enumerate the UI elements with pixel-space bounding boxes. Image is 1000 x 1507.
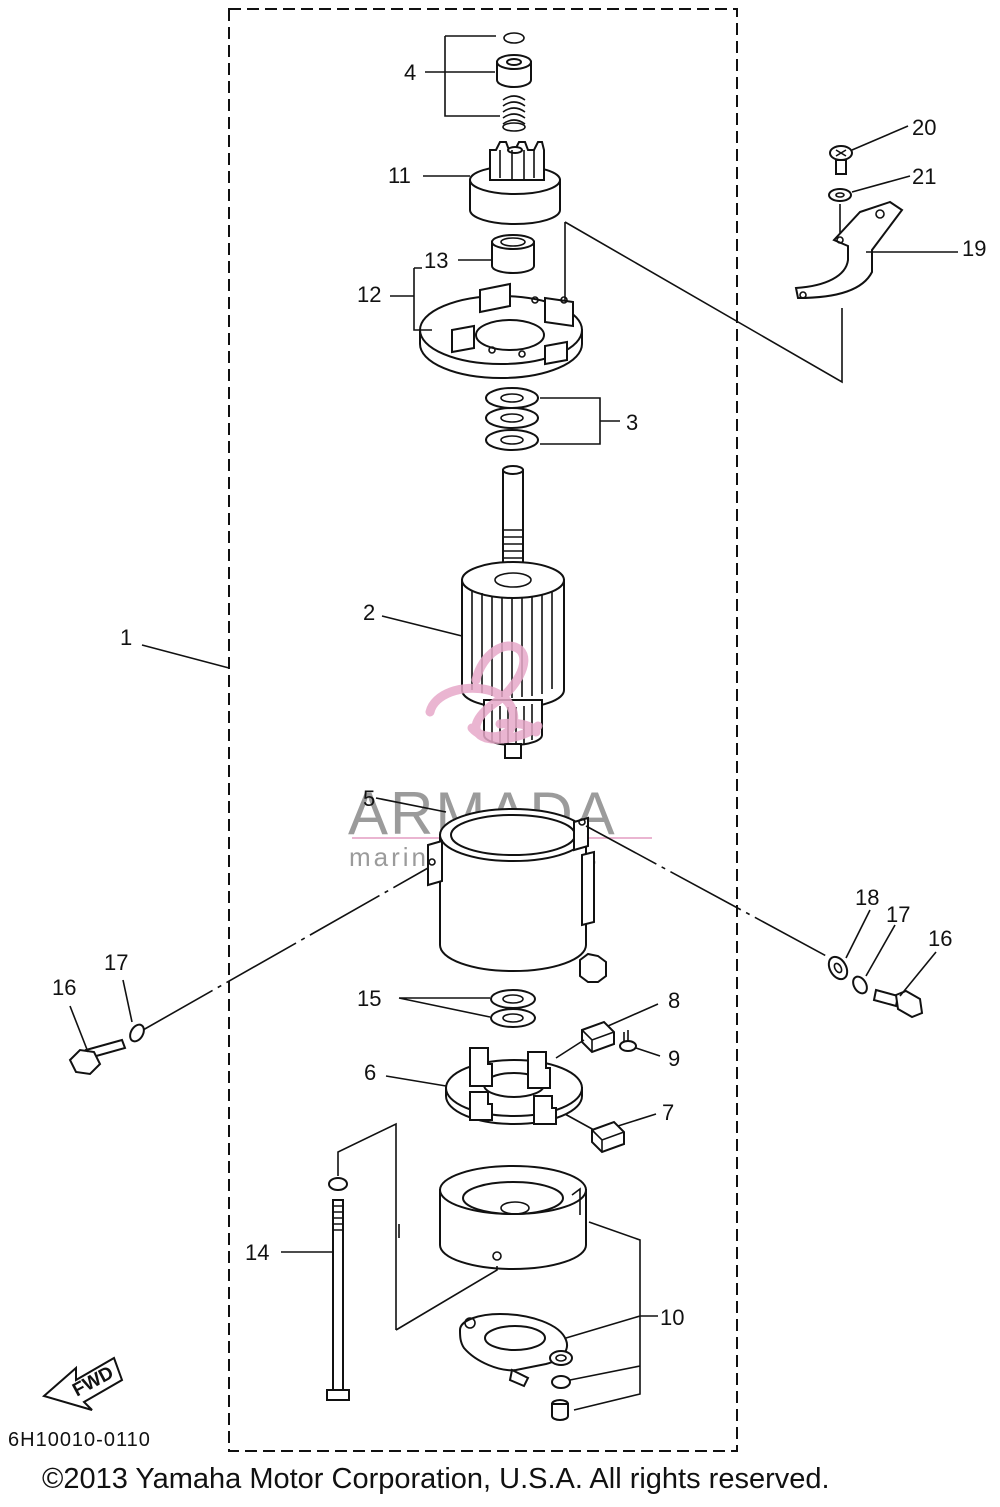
callout-16-left: 16 xyxy=(52,975,76,1000)
watermark-logo-icon xyxy=(425,641,543,744)
callout-17-left: 17 xyxy=(104,950,128,975)
callout-18: 18 xyxy=(855,885,879,910)
callout-14: 14 xyxy=(245,1240,269,1265)
part-10-end-plate xyxy=(458,1312,568,1388)
part-16-bolt-left xyxy=(68,1038,127,1076)
part-12-front-cover xyxy=(419,282,583,379)
fwd-arrow-icon: FWD xyxy=(41,1356,124,1411)
part-10-rear-cover xyxy=(439,1165,587,1270)
callout-16-right: 16 xyxy=(928,926,952,951)
callout-13: 13 xyxy=(424,248,448,273)
callout-11: 11 xyxy=(388,163,411,188)
part-13-bushing xyxy=(491,234,535,274)
part-10-screw xyxy=(551,1399,569,1421)
callout-3: 3 xyxy=(626,410,638,435)
callout-2: 2 xyxy=(363,600,375,625)
assembly-boundary xyxy=(228,8,738,1452)
copyright: ©2013 Yamaha Motor Corporation, U.S.A. A… xyxy=(42,1463,830,1495)
part-19-bracket xyxy=(794,200,904,300)
callout-8: 8 xyxy=(668,988,680,1013)
part-7-brush xyxy=(591,1120,625,1154)
part-9-screw xyxy=(619,1030,637,1052)
part-6-brush-holder xyxy=(445,1047,583,1125)
part-4-stop-ring-set xyxy=(496,32,532,132)
callout-9: 9 xyxy=(668,1046,680,1071)
callout-1: 1 xyxy=(120,625,132,650)
part-8-brush xyxy=(581,1020,615,1054)
part-18-washer-right xyxy=(827,955,849,981)
callout-4: 4 xyxy=(404,60,416,85)
callout-15: 15 xyxy=(357,986,381,1011)
part-14-through-bolt xyxy=(326,1177,350,1401)
callout-5: 5 xyxy=(363,786,375,811)
diagram-code: 6H10010-0110 xyxy=(8,1429,151,1451)
callout-21: 21 xyxy=(912,164,936,189)
callout-10: 10 xyxy=(660,1305,684,1330)
callout-17-right: 17 xyxy=(886,902,910,927)
part-10-washer-a xyxy=(549,1350,573,1366)
part-17-lockwasher-left xyxy=(129,1023,145,1043)
part-17-lockwasher-right xyxy=(852,975,868,995)
part-20-screw xyxy=(829,145,853,175)
part-10-washer-b xyxy=(551,1375,571,1389)
part-11-pinion xyxy=(469,141,561,225)
callout-12: 12 xyxy=(357,282,381,307)
part-5-yoke xyxy=(427,808,607,983)
part-3-washers xyxy=(485,387,539,451)
part-15-washers xyxy=(490,989,536,1028)
callout-19: 19 xyxy=(962,236,986,261)
part-21-washer xyxy=(828,188,852,202)
callout-7: 7 xyxy=(662,1100,674,1125)
part-16-bolt-right xyxy=(872,988,924,1019)
callout-20: 20 xyxy=(912,115,936,140)
callout-6: 6 xyxy=(364,1060,376,1085)
